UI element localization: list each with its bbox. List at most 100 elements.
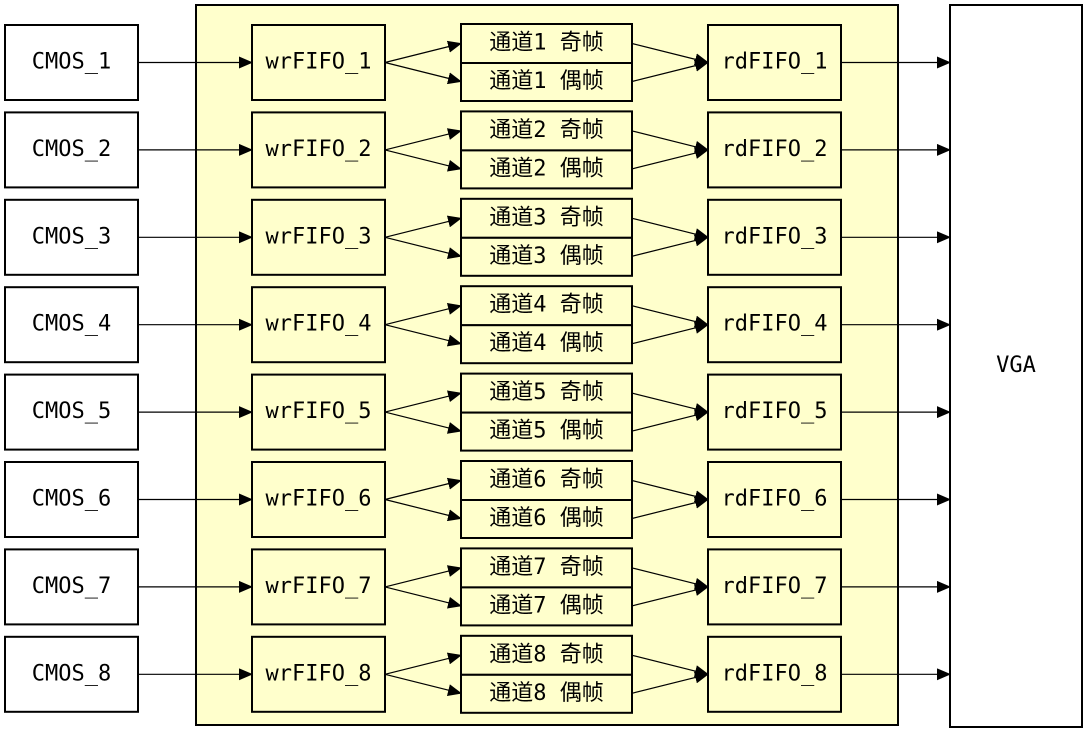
even-frame-box-label: 通道6 偶帧 [489, 506, 604, 531]
even-frame-box: 通道8 偶帧 [460, 673, 633, 714]
even-frame-box-label: 通道5 偶帧 [489, 419, 604, 444]
odd-frame-box: 通道8 奇帧 [460, 634, 633, 676]
cmos-source-box-label: CMOS_3 [32, 224, 111, 249]
arrow-to-even-frame [384, 498, 462, 522]
write-fifo-box: wrFIFO_5 [251, 373, 386, 451]
arrow-even-to-read-fifo [631, 147, 709, 170]
cmos-source-box-label: CMOS_1 [32, 50, 111, 75]
arrow-to-odd-frame [384, 652, 462, 675]
read-fifo-box-label: rdFIFO_4 [722, 312, 828, 337]
arrow-odd-to-read-fifo [631, 130, 709, 153]
cmos-source-box: CMOS_2 [4, 111, 139, 189]
write-fifo-box-label: wrFIFO_6 [266, 487, 372, 512]
arrow-odd-to-read-fifo [631, 479, 709, 503]
write-fifo-box-label: wrFIFO_7 [266, 574, 372, 599]
cmos-source-box-label: CMOS_8 [32, 661, 111, 686]
odd-frame-box-label: 通道2 奇帧 [489, 118, 604, 143]
write-fifo-box: wrFIFO_1 [251, 24, 386, 101]
odd-frame-box-label: 通道1 奇帧 [489, 31, 604, 56]
odd-frame-box: 通道7 奇帧 [460, 547, 633, 589]
arrow-to-odd-frame [384, 390, 462, 413]
cmos-source-box-label: CMOS_7 [32, 574, 111, 599]
read-fifo-box: rdFIFO_7 [707, 548, 842, 626]
read-fifo-box: rdFIFO_6 [707, 461, 842, 538]
arrow-to-even-frame [384, 586, 462, 609]
arrow-even-to-read-fifo [631, 496, 709, 520]
arrow-even-to-read-fifo [631, 584, 709, 607]
even-frame-box-label: 通道1 偶帧 [489, 69, 604, 94]
odd-frame-box: 通道5 奇帧 [460, 372, 633, 414]
cmos-source-box-label: CMOS_2 [32, 137, 111, 162]
odd-frame-box: 通道1 奇帧 [460, 23, 633, 64]
read-fifo-box: rdFIFO_4 [707, 286, 842, 364]
even-frame-box-label: 通道8 偶帧 [489, 681, 604, 706]
arrow-to-odd-frame [384, 40, 462, 64]
odd-frame-box-label: 通道5 奇帧 [489, 380, 604, 405]
arrow-to-even-frame [384, 324, 462, 347]
even-frame-box: 通道5 偶帧 [460, 411, 633, 452]
cmos-source-box: CMOS_3 [4, 198, 139, 276]
even-frame-box: 通道7 偶帧 [460, 586, 633, 627]
read-fifo-box-label: rdFIFO_2 [722, 137, 828, 162]
write-fifo-box-label: wrFIFO_2 [266, 137, 372, 162]
write-fifo-box-label: wrFIFO_5 [266, 399, 372, 424]
odd-frame-box: 通道6 奇帧 [460, 460, 633, 501]
read-fifo-box-label: rdFIFO_5 [722, 399, 828, 424]
arrow-odd-to-read-fifo [631, 42, 709, 66]
read-fifo-box-label: rdFIFO_7 [722, 574, 828, 599]
read-fifo-box: rdFIFO_1 [707, 24, 842, 101]
even-frame-box: 通道2 偶帧 [460, 149, 633, 190]
cmos-source-box-label: CMOS_4 [32, 312, 111, 337]
arrow-even-to-read-fifo [631, 409, 709, 432]
write-fifo-box: wrFIFO_8 [251, 635, 386, 713]
odd-frame-box-label: 通道3 奇帧 [489, 205, 604, 230]
cmos-source-box-label: CMOS_6 [32, 487, 111, 512]
even-frame-box: 通道3 偶帧 [460, 236, 633, 277]
even-frame-box-label: 通道4 偶帧 [489, 331, 604, 356]
vga-label: VGA [996, 353, 1036, 378]
arrow-to-even-frame [384, 673, 462, 696]
write-fifo-box: wrFIFO_3 [251, 198, 386, 276]
odd-frame-box-label: 通道8 奇帧 [489, 642, 604, 667]
arrow-odd-to-read-fifo [631, 654, 709, 677]
arrow-to-odd-frame [384, 128, 462, 151]
read-fifo-box-label: rdFIFO_1 [722, 50, 828, 75]
read-fifo-box: rdFIFO_2 [707, 111, 842, 189]
odd-frame-box-label: 通道4 奇帧 [489, 293, 604, 318]
arrow-odd-to-read-fifo [631, 392, 709, 415]
odd-frame-box: 通道4 奇帧 [460, 285, 633, 327]
read-fifo-box-label: rdFIFO_6 [722, 487, 828, 512]
cmos-source-box: CMOS_5 [4, 373, 139, 451]
arrow-to-odd-frame [384, 565, 462, 588]
arrow-odd-to-read-fifo [631, 305, 709, 328]
cmos-source-box: CMOS_6 [4, 461, 139, 538]
arrow-even-to-read-fifo [631, 59, 709, 83]
arrow-even-to-read-fifo [631, 234, 709, 257]
odd-frame-box-label: 通道6 奇帧 [489, 468, 604, 493]
write-fifo-box: wrFIFO_4 [251, 286, 386, 364]
even-frame-box-label: 通道3 偶帧 [489, 244, 604, 269]
write-fifo-box-label: wrFIFO_8 [266, 661, 372, 686]
write-fifo-box: wrFIFO_2 [251, 111, 386, 189]
write-fifo-box-label: wrFIFO_4 [266, 312, 372, 337]
write-fifo-box: wrFIFO_7 [251, 548, 386, 626]
cmos-source-box: CMOS_7 [4, 548, 139, 626]
arrow-to-odd-frame [384, 215, 462, 238]
arrow-to-odd-frame [384, 303, 462, 326]
cmos-source-box: CMOS_8 [4, 635, 139, 713]
even-frame-box: 通道6 偶帧 [460, 499, 633, 539]
vga-block: VGA [949, 4, 1083, 728]
arrow-to-odd-frame [384, 477, 462, 501]
arrow-even-to-read-fifo [631, 671, 709, 694]
write-fifo-box-label: wrFIFO_1 [266, 50, 372, 75]
odd-frame-box-label: 通道7 奇帧 [489, 555, 604, 580]
arrow-odd-to-read-fifo [631, 567, 709, 590]
even-frame-box: 通道4 偶帧 [460, 324, 633, 365]
